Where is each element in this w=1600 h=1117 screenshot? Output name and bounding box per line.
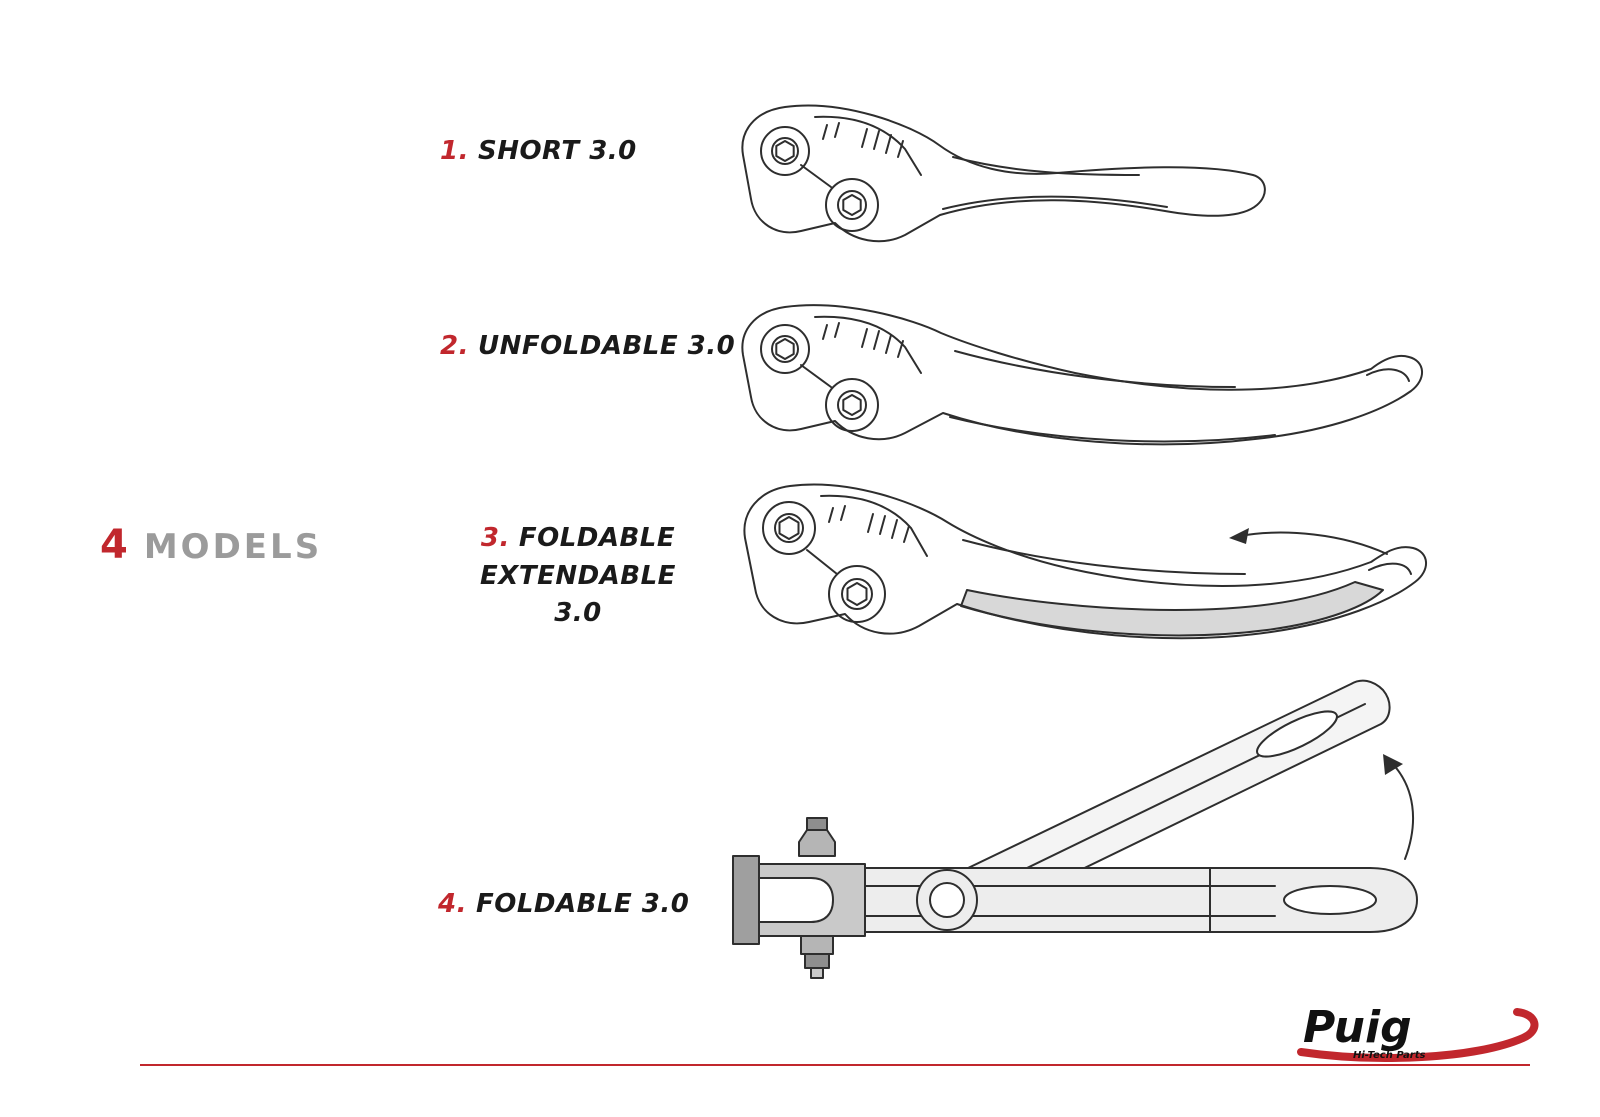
pivot-bolt-icon — [760, 324, 810, 374]
lever-foldable-extendable-lineart — [743, 483, 1427, 640]
tip-inner-line — [1368, 562, 1412, 575]
puig-logo: Puig Hi-Tech Parts — [1295, 1000, 1540, 1064]
lever-foldable-extendable-illustration — [743, 483, 1427, 640]
model-number: 4. — [438, 889, 467, 919]
models-word: MODELS — [143, 527, 323, 567]
model-label-foldable: 4. FOLDABLE 3.0 — [438, 889, 689, 919]
lever-unfoldable-illustration — [741, 304, 1423, 446]
pivot-joint-icon — [916, 869, 978, 931]
model-label-short: 1. SHORT 3.0 — [440, 136, 637, 166]
model-name: UNFOLDABLE 3.0 — [477, 331, 736, 361]
clamp-bolt-cap — [806, 817, 828, 831]
lever-outline — [741, 304, 1423, 446]
tip-inner-line — [1366, 368, 1410, 382]
models-heading: 4 MODELS — [100, 522, 322, 568]
vent-slots — [822, 122, 904, 158]
model-label-unfoldable: 2. UNFOLDABLE 3.0 — [440, 331, 735, 361]
logo-brand-text: Puig — [1303, 1002, 1412, 1053]
model-number: 1. — [440, 136, 469, 166]
model-label-line1: 3.FOLDABLE EXTENDABLE — [428, 520, 728, 595]
model-name: SHORT 3.0 — [477, 136, 637, 166]
model-name: FOLDABLE 3.0 — [475, 889, 690, 919]
extend-arrowhead-icon — [1229, 528, 1249, 544]
fold-direction-arrow — [1390, 761, 1415, 860]
model-label-line2: 3.0 — [554, 598, 602, 629]
lever-short-lineart — [741, 104, 1266, 243]
fold-arrowhead-icon — [1383, 754, 1403, 775]
model-name: FOLDABLE EXTENDABLE — [480, 523, 676, 591]
lever-unfoldable-lineart — [741, 304, 1423, 446]
clamp-nut-upper-icon — [800, 935, 834, 955]
blade-inner-line-bottom — [949, 416, 1276, 443]
blade-inner-line-top — [954, 350, 1236, 388]
models-count: 4 — [100, 522, 128, 568]
extendable-blade-shading — [960, 581, 1384, 637]
blade-inner-line-top — [952, 156, 1140, 176]
blade-inner-line-top — [962, 539, 1246, 575]
clamp-nut-lower-icon — [804, 953, 830, 969]
span-adjuster-icon — [825, 178, 879, 232]
housing-inner-contour — [814, 115, 922, 176]
span-adjuster-icon — [828, 565, 886, 623]
clamp-bolt-head-icon — [798, 829, 836, 857]
model-number: 3. — [480, 523, 510, 553]
folded-blade — [938, 679, 1391, 929]
extend-direction-arrow — [1238, 531, 1388, 555]
vent-slots — [822, 322, 904, 358]
span-adjuster-icon — [825, 378, 879, 432]
vent-slots — [828, 505, 910, 543]
logo-tagline-text: Hi-Tech Parts — [1353, 1050, 1425, 1061]
blade-inner-line-bottom — [942, 195, 1168, 210]
clamp-bracket — [732, 817, 866, 979]
model-number: 2. — [440, 331, 469, 361]
footer-rule — [140, 1064, 1530, 1066]
model-label-foldable-extendable: 3.FOLDABLE EXTENDABLE 3.0 — [428, 520, 728, 633]
housing-strap — [800, 364, 832, 388]
clamp-stud — [810, 967, 824, 979]
pivot-bolt-icon — [760, 126, 810, 176]
logo-swoosh — [1297, 1008, 1539, 1062]
lever-foldable-lineart — [732, 679, 1418, 979]
lever-foldable-illustration — [732, 679, 1418, 979]
lever-outline — [741, 104, 1266, 243]
pivot-bolt-icon — [762, 501, 816, 555]
housing-strap — [800, 164, 832, 188]
housing-inner-contour — [814, 315, 922, 374]
lever-body — [864, 867, 1418, 933]
lever-short-illustration — [741, 104, 1266, 243]
housing-strap — [806, 549, 838, 575]
puig-logo-graphic: Puig Hi-Tech Parts — [1297, 1002, 1539, 1062]
